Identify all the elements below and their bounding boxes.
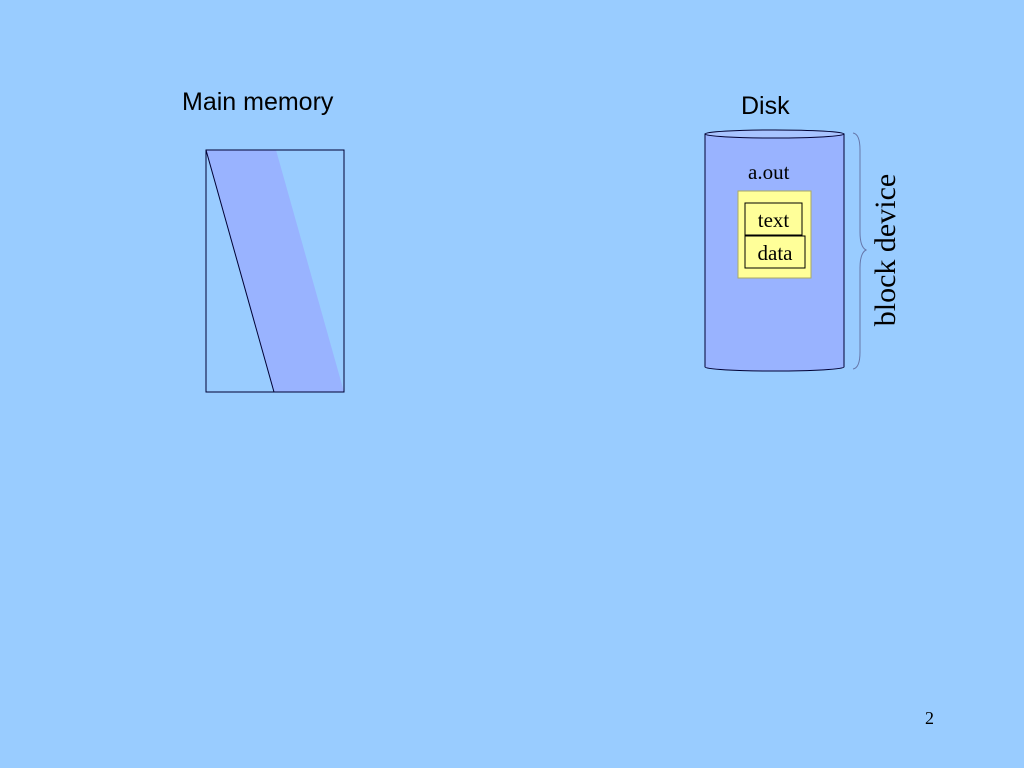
main-memory-band [206, 150, 344, 392]
main-memory-left-edge [205, 149, 275, 393]
main-memory-title: Main memory [182, 88, 334, 116]
file-name-label: a.out [748, 160, 790, 184]
data-segment-label: data [757, 241, 793, 265]
data-segment-box [744, 235, 806, 269]
disk-title: Disk [741, 92, 790, 120]
block-device-label: block device [869, 173, 902, 327]
main-memory-frame [206, 149, 345, 393]
page-number: 2 [925, 708, 934, 728]
text-segment-box [744, 202, 803, 236]
block-device-brace [852, 132, 868, 370]
main-memory-shape [205, 149, 345, 393]
disk-top [704, 129, 845, 139]
text-segment-label: text [757, 208, 790, 232]
